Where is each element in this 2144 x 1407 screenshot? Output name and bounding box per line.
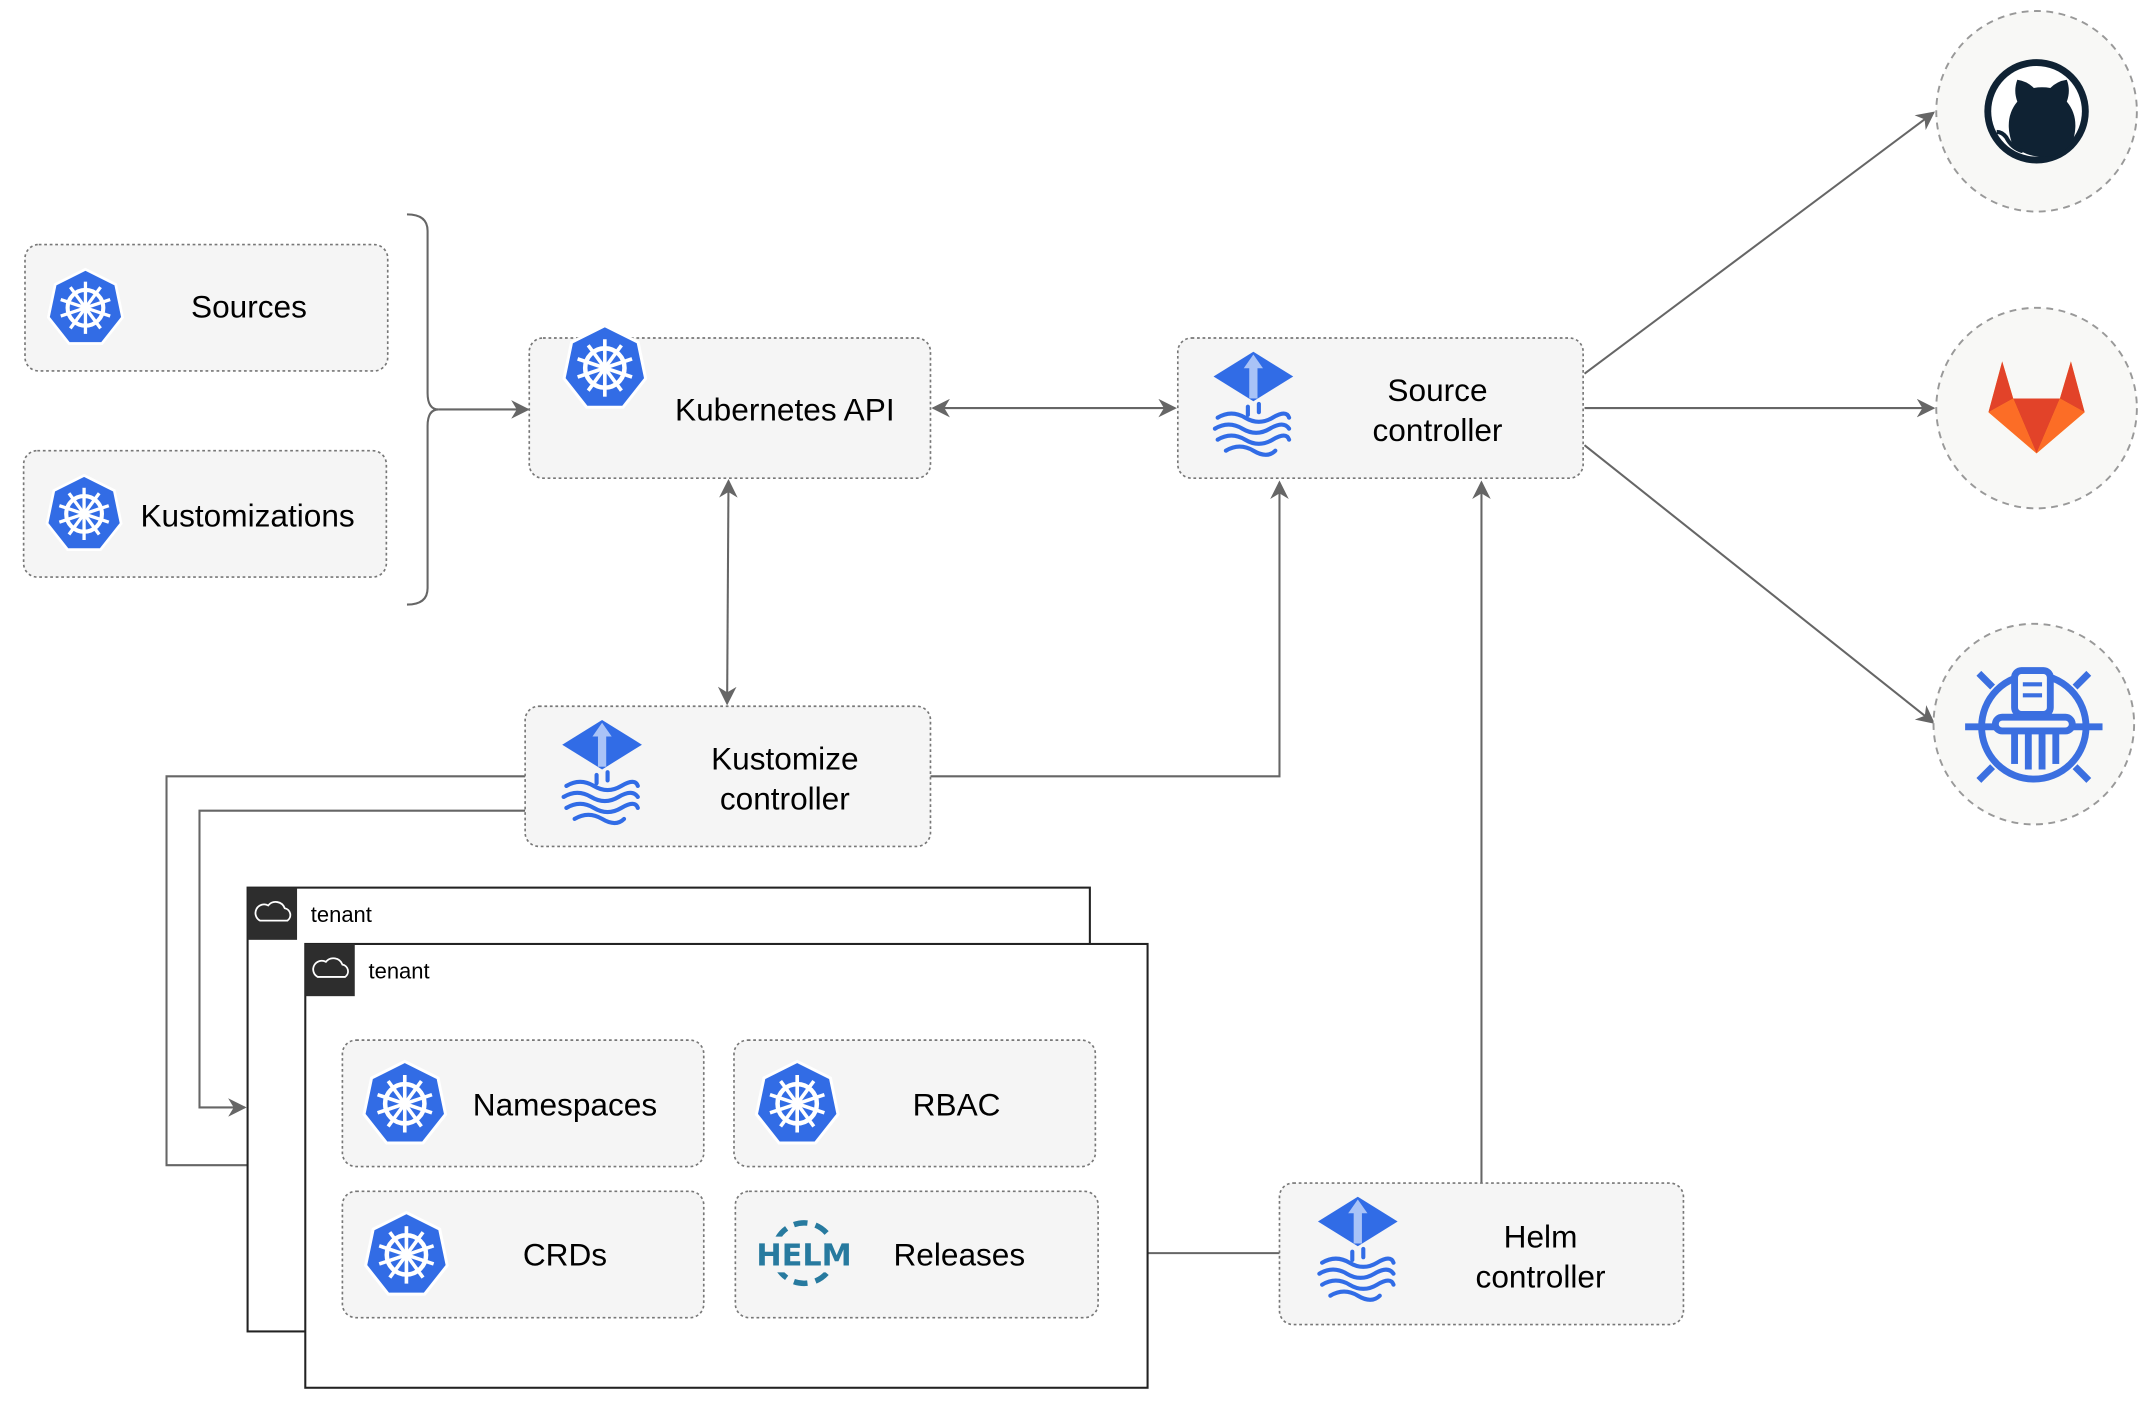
helm-controller-node[interactable]: Helm controller	[1278, 1182, 1685, 1326]
edge-kustomize-to-source	[930, 480, 1289, 778]
tenant-label: tenant	[369, 958, 430, 983]
crds-label: CRDs	[523, 1236, 607, 1272]
github-source[interactable]	[1935, 10, 2138, 213]
edge-api-kustomize-controller	[717, 479, 738, 706]
sources-label: Sources	[191, 288, 307, 324]
source-controller-label-1: Source	[1387, 372, 1487, 408]
helm-controller-label-2: controller	[1476, 1258, 1606, 1294]
grouping-brace	[406, 213, 439, 606]
cloud-icon	[254, 901, 292, 922]
releases-label: Releases	[893, 1236, 1025, 1272]
releases-node[interactable]: HELM Releases	[734, 1190, 1099, 1319]
gitlab-icon	[1988, 361, 2085, 454]
source-controller-label-2: controller	[1373, 412, 1503, 448]
namespaces-node[interactable]: Namespaces	[341, 1039, 705, 1168]
svg-text:HELM: HELM	[756, 1238, 851, 1273]
gitlab-source[interactable]	[1935, 306, 2138, 510]
edge-kustomize-to-tenant-back	[198, 809, 526, 1117]
helm-icon: HELM	[755, 1220, 853, 1287]
github-icon	[1984, 59, 2089, 164]
edges	[165, 111, 1936, 1263]
rbac-node[interactable]: RBAC	[733, 1039, 1097, 1168]
bucket-icon	[1965, 667, 2103, 783]
helm-controller-label-1: Helm	[1504, 1219, 1578, 1255]
source-controller-node[interactable]: Source controller	[1176, 337, 1584, 479]
kubernetes-api-node[interactable]: Kubernetes API	[528, 326, 932, 479]
edge-source-to-bucket	[1583, 444, 1935, 724]
kustomize-controller-label-1: Kustomize	[711, 740, 858, 776]
kustomizations-node[interactable]: Kustomizations	[22, 449, 388, 578]
edge-source-to-github	[1583, 111, 1935, 375]
kustomize-controller-node[interactable]: Kustomize controller	[524, 705, 932, 848]
cloud-icon	[312, 957, 349, 978]
namespaces-label: Namespaces	[473, 1087, 657, 1123]
crds-node[interactable]: CRDs	[341, 1190, 705, 1319]
tenant-front[interactable]: tenant Namespaces RBAC CRDs HELM Release…	[304, 942, 1149, 1389]
kustomizations-label: Kustomizations	[140, 497, 354, 533]
bucket-source[interactable]	[1932, 622, 2136, 826]
rbac-label: RBAC	[913, 1087, 1001, 1123]
tenant-label: tenant	[311, 902, 372, 927]
sources-node[interactable]: Sources	[24, 243, 389, 372]
edge-kustomize-to-tenant-front	[165, 775, 526, 1175]
kubernetes-api-label: Kubernetes API	[675, 391, 895, 427]
kustomize-controller-label-2: controller	[720, 780, 850, 816]
